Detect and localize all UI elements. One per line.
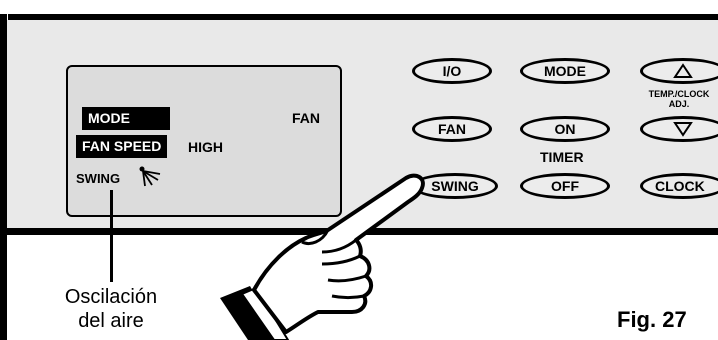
mode-value: FAN [292, 110, 320, 126]
fan-speed-value: HIGH [188, 139, 223, 155]
swing-louver-icon [138, 165, 164, 187]
callout-line1: Oscilación [36, 285, 186, 309]
temp-up-button[interactable] [640, 58, 718, 84]
timer-off-button[interactable]: OFF [520, 173, 610, 199]
figure-label: Fig. 27 [617, 307, 687, 333]
temp-clock-adj-label: TEMP./CLOCK ADJ. [640, 89, 718, 109]
power-button[interactable]: I/O [412, 58, 492, 84]
mode-button[interactable]: MODE [520, 58, 610, 84]
clock-button[interactable]: CLOCK [640, 173, 718, 199]
down-triangle-icon [674, 122, 692, 136]
swing-callout: Oscilación del aire [36, 285, 186, 333]
pointing-hand-icon [210, 168, 440, 340]
temp-clock-label-line2: ADJ. [640, 99, 718, 109]
swing-indicator: SWING [76, 171, 120, 186]
panel-left-edge [0, 14, 7, 340]
up-triangle-icon [674, 64, 692, 78]
temp-down-button[interactable] [640, 116, 718, 142]
mode-indicator: MODE [82, 107, 170, 130]
fan-button[interactable]: FAN [412, 116, 492, 142]
fan-speed-indicator: FAN SPEED [76, 135, 167, 158]
temp-clock-label-line1: TEMP./CLOCK [640, 89, 718, 99]
timer-on-button[interactable]: ON [520, 116, 610, 142]
callout-line2: del aire [36, 309, 186, 333]
callout-leader-line [110, 190, 113, 282]
timer-label: TIMER [540, 149, 584, 165]
